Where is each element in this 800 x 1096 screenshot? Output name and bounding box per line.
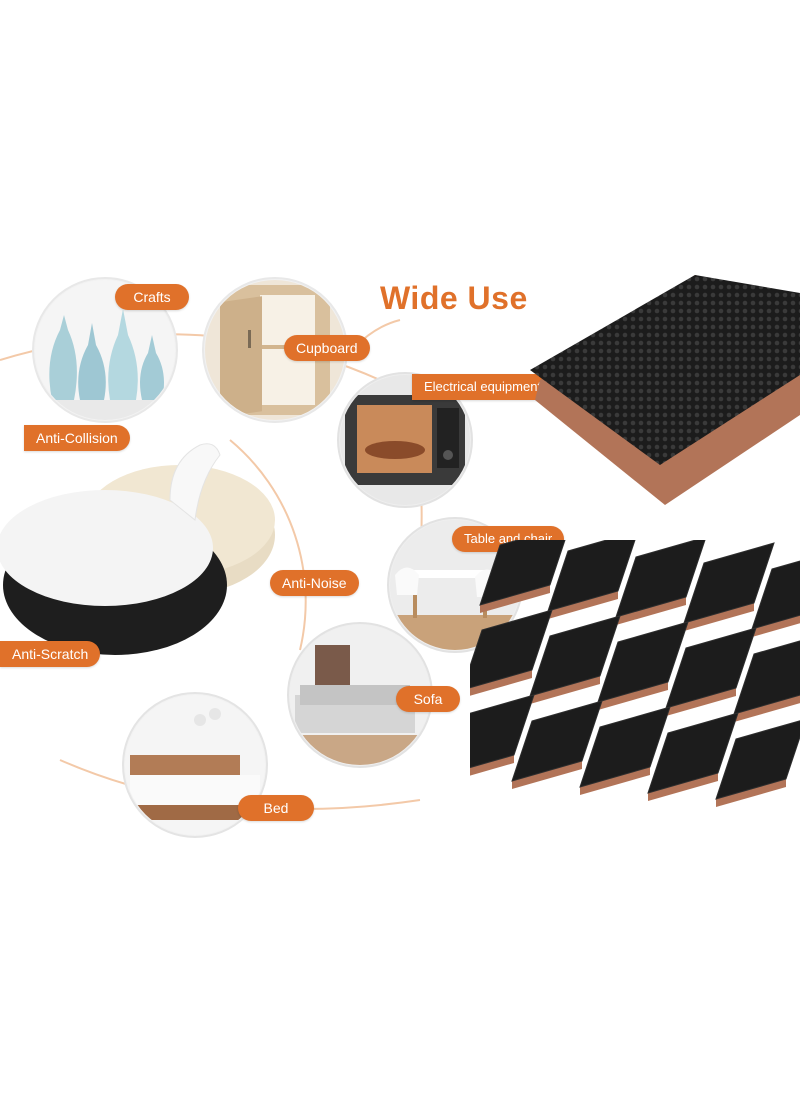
pad-felt-edge: [734, 695, 800, 722]
pad-rubber-top: [665, 627, 757, 709]
pad-felt-edge: [470, 755, 514, 776]
pad-rubber-top: [529, 615, 621, 697]
pad-felt-edge: [580, 767, 650, 795]
page-title: Wide Use: [380, 280, 528, 316]
pad-felt-edge: [684, 603, 754, 631]
electrical-equipment-label: Electrical equipment: [412, 374, 554, 400]
pad-felt-edge: [648, 773, 718, 801]
sofa-image: [287, 622, 433, 768]
pad-felt-edge: [616, 597, 686, 625]
anti-noise-label: Anti-Noise: [270, 570, 359, 596]
pad-rubber-top: [470, 609, 553, 689]
pad-felt-edge: [512, 761, 582, 789]
pad-rubber-top: [597, 621, 689, 703]
large-furniture-pad: [530, 275, 800, 505]
pad-felt-edge: [752, 615, 800, 637]
anti-collision-label: Anti-Collision: [24, 425, 130, 451]
pad-felt-edge: [530, 676, 600, 704]
sofa-label: Sofa: [396, 686, 460, 712]
pad-felt-edge: [548, 591, 618, 619]
pad-rubber-top: [715, 720, 800, 800]
pad-felt-edge: [470, 670, 532, 696]
electrical-equipment-image: [337, 372, 473, 508]
pad-rubber-top: [615, 540, 706, 618]
crafts-label: Crafts: [115, 284, 189, 310]
pad-felt-edge: [598, 682, 668, 710]
crafts-image: [32, 277, 178, 423]
pad-rubber-top: [647, 712, 739, 794]
pad-rubber-top: [547, 540, 636, 612]
pad-rubber-top: [470, 694, 535, 769]
pad-felt-edge: [480, 585, 550, 613]
pad-felt-edge: [716, 779, 786, 807]
round-felt-pads-image: [0, 443, 275, 655]
bed-label: Bed: [238, 795, 314, 821]
pad-felt-edge: [666, 688, 736, 716]
pad-rubber-top: [579, 706, 671, 788]
small-furniture-pads-set: [470, 540, 800, 807]
pad-rubber-top: [479, 540, 566, 606]
anti-scratch-label: Anti-Scratch: [0, 641, 101, 667]
pad-rubber-top: [683, 542, 775, 624]
cupboard-label: Cupboard: [284, 335, 370, 361]
pad-rubber-top: [511, 700, 603, 782]
pad-rubber-top: [733, 640, 800, 715]
pad-rubber-top: [751, 560, 800, 630]
